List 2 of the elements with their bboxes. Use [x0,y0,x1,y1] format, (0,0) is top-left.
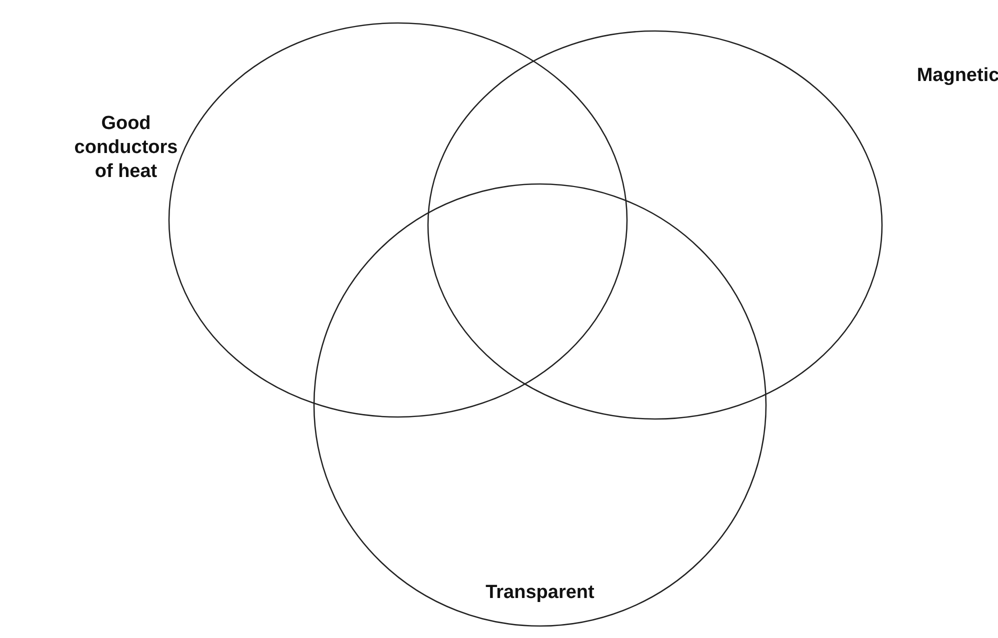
set-label: Transparent [484,581,596,605]
set-label: Good conductors of heat [73,112,179,184]
